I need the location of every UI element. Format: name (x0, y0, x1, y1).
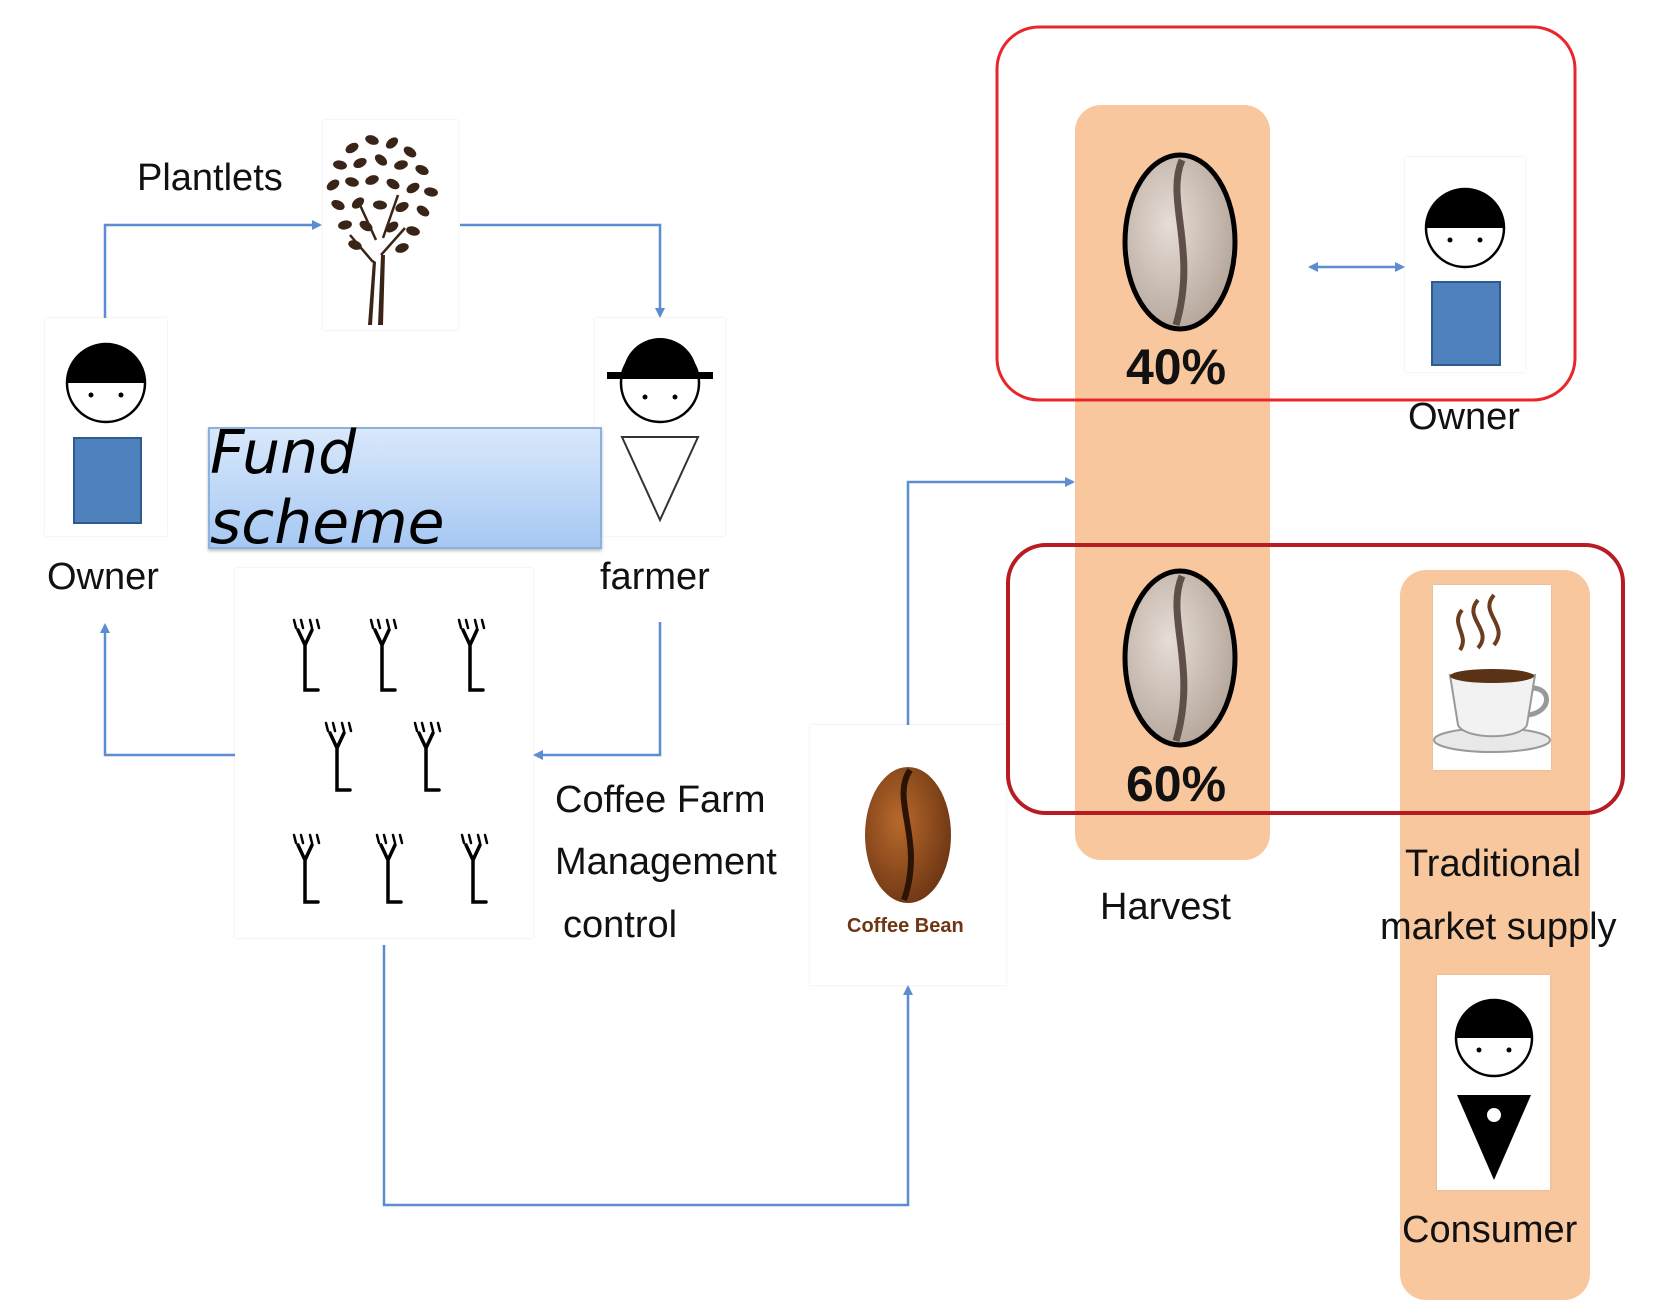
market-label-line1: Traditional (1405, 843, 1582, 885)
market-share-box (1006, 543, 1625, 815)
farm-label-line3: control (563, 904, 678, 946)
coffee-bean-icon (1122, 152, 1238, 332)
coffee-cup-icon (1433, 593, 1551, 753)
arrow-farmer-to-farm (533, 622, 662, 760)
market-label-line2: market supply (1380, 906, 1617, 948)
owner-right-label: Owner (1408, 396, 1520, 438)
farm-label-line2: Management (555, 841, 777, 883)
plant-icon (324, 721, 353, 792)
plant-icon (460, 833, 489, 904)
farmer-label: farmer (600, 556, 710, 598)
fund-scheme-label: Fund scheme (210, 418, 445, 558)
coffee-bean-label: Coffee Bean (847, 915, 964, 937)
harvest-label: Harvest (1100, 886, 1231, 928)
owner-person-icon (65, 342, 147, 524)
arrow-bean-to-harvest (906, 477, 1075, 725)
market-share-percent: 60% (1126, 756, 1227, 812)
consumer-person-icon (1454, 998, 1534, 1180)
coffee-tree-icon (326, 135, 438, 325)
arrow-owner-to-plantlets (103, 220, 322, 318)
owner-share-percent: 40% (1126, 339, 1227, 395)
farm-label-line1: Coffee Farm (555, 779, 766, 821)
arrow-farm-to-bean (382, 945, 913, 1207)
plant-icon (292, 833, 321, 904)
arrow-plantlets-to-farmer (460, 223, 665, 318)
owner-person-icon (1424, 187, 1506, 366)
plant-icon (292, 618, 321, 692)
plantlets-label: Plantlets (137, 157, 283, 199)
coffee-bean-icon (1122, 568, 1238, 748)
plant-icon (413, 721, 442, 792)
coffee-bean-icon (865, 767, 951, 903)
arrow-farm-to-owner (100, 623, 235, 757)
consumer-label: Consumer (1402, 1209, 1578, 1251)
plant-icon (375, 833, 404, 904)
owner-left-label: Owner (47, 556, 159, 598)
coffee-farm-card (235, 568, 533, 938)
fund-scheme-box: Fund scheme (208, 418, 602, 558)
plant-icon (457, 618, 486, 692)
plant-icon (369, 618, 398, 692)
owner-share-box (995, 25, 1577, 402)
farmer-person-icon (607, 338, 713, 523)
farm-plants (292, 618, 489, 904)
